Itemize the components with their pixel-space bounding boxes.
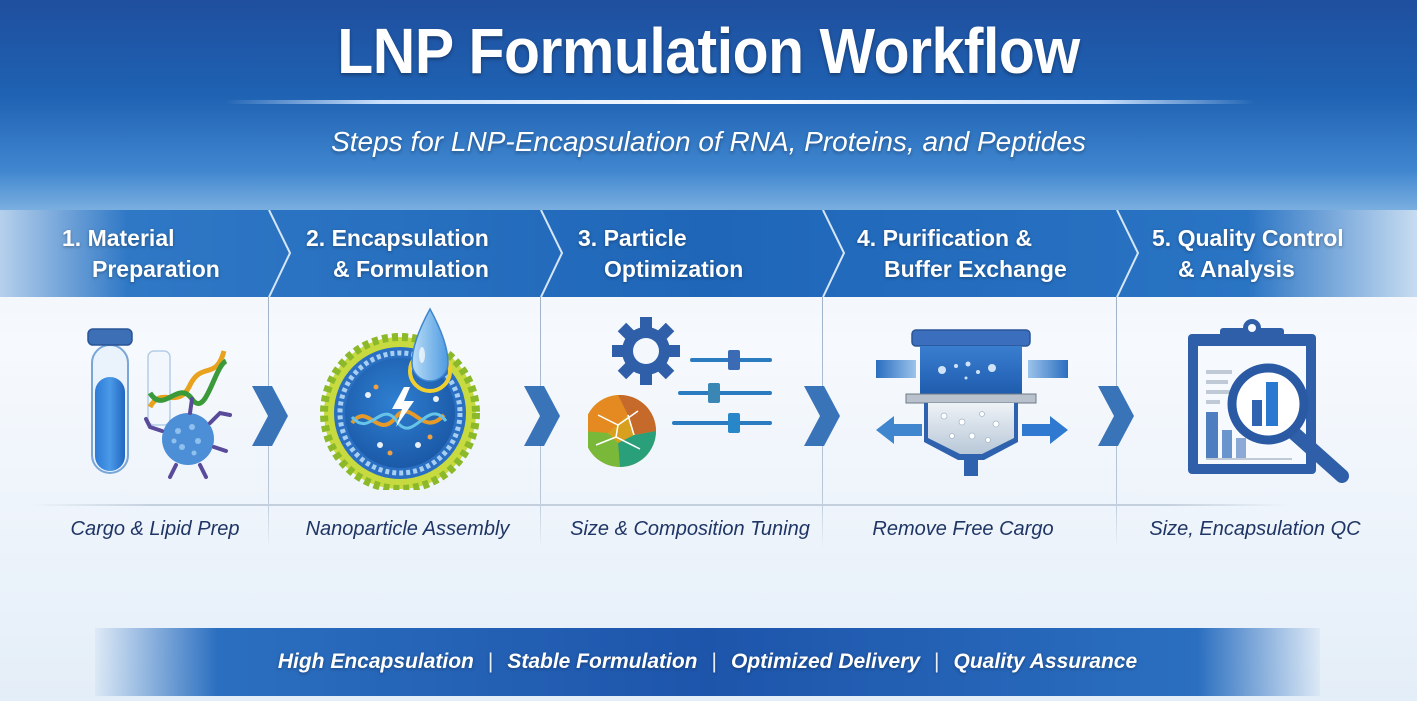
header-banner: LNP Formulation Workflow Steps for LNP-E… (0, 0, 1417, 212)
step-5-heading: 5. Quality Control & Analysis (1152, 210, 1344, 297)
caption-baseline (30, 504, 1290, 506)
title-divider (225, 100, 1255, 104)
step-5-title-line2: & Analysis (1178, 256, 1295, 282)
step-2-heading: 2. Encapsulation & Formulation (306, 210, 489, 297)
flow-arrow-icon (524, 386, 560, 446)
chevron-divider-icon (822, 210, 846, 297)
step-1-title-line1: 1. Material (62, 225, 175, 251)
step-1-heading: 1. Material Preparation (62, 210, 220, 297)
separator: | (711, 650, 717, 673)
benefit-quality-assurance: Quality Assurance (953, 650, 1138, 673)
filter-funnel-icon (876, 329, 1068, 476)
page-title: LNP Formulation Workflow (337, 15, 1080, 87)
separator: | (934, 650, 940, 673)
step-1-title-line2: Preparation (92, 256, 220, 282)
step-4-title-line1: 4. Purification & (857, 225, 1033, 251)
flow-arrow-icon (252, 386, 288, 446)
step-2-title-line1: 2. Encapsulation (306, 225, 489, 251)
benefit-optimized-delivery: Optimized Delivery (730, 650, 921, 673)
chevron-divider-icon (540, 210, 564, 297)
step-1-caption: Cargo & Lipid Prep (70, 518, 240, 540)
step-3-title-line2: Optimization (604, 256, 744, 282)
step-2-title-line2: & Formulation (333, 256, 489, 282)
step-3-heading: 3. Particle Optimization (578, 210, 743, 297)
steps-header-band (0, 210, 1417, 297)
lipid-nanoparticle-droplet-icon (320, 307, 480, 490)
benefit-high-encapsulation: High Encapsulation (277, 650, 474, 673)
step-3-title-line1: 3. Particle (578, 225, 687, 251)
page-subtitle: Steps for LNP-Encapsulation of RNA, Prot… (331, 126, 1086, 157)
clipboard-magnifier-chart-icon (1188, 319, 1349, 483)
chevron-divider-icon (1116, 210, 1140, 297)
chevron-divider-icon (268, 210, 292, 297)
flow-arrow-icon (804, 386, 840, 446)
step-3-caption: Size & Composition Tuning (570, 518, 810, 540)
step-2-caption: Nanoparticle Assembly (305, 518, 510, 540)
test-tube-dna-virus-icon (87, 328, 232, 479)
gear-sliders-icon (588, 317, 772, 467)
separator: | (487, 650, 494, 673)
step-5-title-line1: 5. Quality Control (1152, 225, 1344, 251)
flow-arrow-icon (1098, 386, 1134, 446)
footer-benefits-bar: High Encapsulation | Stable Formulation … (95, 628, 1320, 696)
benefit-stable-formulation: Stable Formulation (507, 650, 698, 673)
step-4-caption: Remove Free Cargo (872, 518, 1054, 540)
step-4-heading: 4. Purification & Buffer Exchange (857, 210, 1067, 297)
step-5-caption: Size, Encapsulation QC (1149, 518, 1361, 540)
step-4-title-line2: Buffer Exchange (884, 256, 1067, 282)
